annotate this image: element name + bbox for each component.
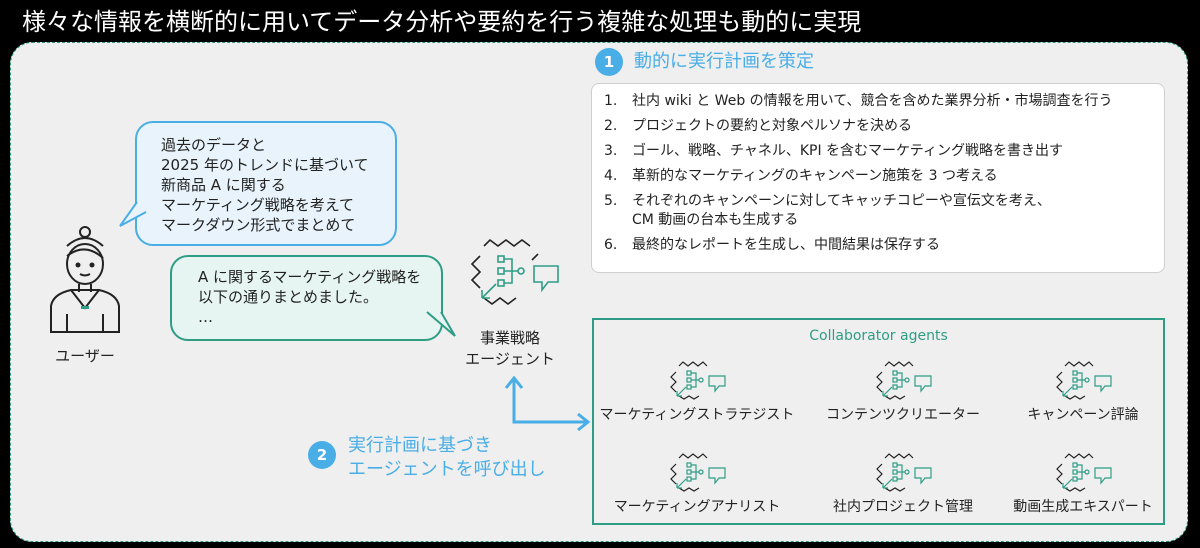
plan-item: 2. プロジェクトの要約と対象ペルソナを決める — [604, 117, 1164, 136]
user-request-bubble: 過去のデータと 2025 年のトレンドに基づいて 新商品 A に関する マーケテ… — [135, 121, 397, 246]
collaborator-agent: マーケティングアナリスト — [597, 452, 797, 516]
collaborator-agent: コンテンツクリエーター — [803, 360, 1003, 424]
bubble-line: 過去のデータと — [161, 136, 267, 154]
bubble-line: 以下の通りまとめました。 — [198, 288, 379, 306]
plan-item-number: 1. — [604, 93, 618, 109]
plan-item-number: 3. — [604, 143, 618, 159]
plan-item-text: ゴール、戦略、チャネル、KPI を含むマーケティング戦略を書き出す — [632, 143, 1063, 159]
business-agent-label: 事業戦略 エージェント — [450, 328, 570, 370]
collaborator-agent-icon — [670, 361, 726, 400]
collaborator-agent: キャンペーン評論 — [983, 360, 1183, 424]
page-title: 様々な情報を横断的に用いてデータ分析や要約を行う複雑な処理も動的に実現 — [22, 8, 862, 36]
plan-item-text: 最終的なレポートを生成し、中間結果は保存する — [632, 237, 940, 253]
collaborator-agent-icon — [876, 453, 932, 492]
user-bubble-tail — [119, 201, 147, 227]
collaborator-agent-label: マーケティングアナリスト — [613, 499, 781, 515]
collaborator-agent-label: コンテンツクリエーター — [826, 407, 980, 423]
plan-item-line: それぞれのキャンペーンに対してキャッチコピーや宣伝文を考え、 — [632, 193, 1051, 209]
collaborator-agents-title: Collaborator agents — [809, 328, 948, 344]
step-1-title: 動的に実行計画を策定 — [634, 51, 814, 72]
collaborator-agent-icon — [1056, 361, 1112, 400]
call-agents-arrow — [504, 375, 591, 432]
step-2-badge: 2 — [308, 441, 336, 469]
plan-item: 6. 最終的なレポートを生成し、中間結果は保存する — [604, 236, 1164, 255]
agent-bubble-tail — [426, 311, 456, 337]
collaborator-agent-icon — [1056, 453, 1112, 492]
execution-plan-box: 1. 社内 wiki と Web の情報を用いて、競合を含めた業界分析・市場調査を… — [591, 83, 1165, 273]
user-label: ユーザー — [55, 347, 115, 365]
collaborator-agent: マーケティングストラテジスト — [597, 360, 797, 424]
plan-item-text: それぞれのキャンペーンに対してキャッチコピーや宣伝文を考え、 CM 動画の台本も生… — [632, 192, 1051, 230]
collaborator-agent-icon — [876, 361, 932, 400]
collaborator-agent: 動画生成エキスパート — [983, 452, 1183, 516]
bubble-line: A に関するマーケティング戦略を — [198, 268, 422, 286]
bubble-line: 2025 年のトレンドに基づいて — [161, 156, 369, 174]
plan-item-text: 革新的なマーケティングのキャンペーン施策を 3 つ考える — [632, 168, 998, 184]
user-person-icon — [50, 226, 120, 333]
collaborator-agent-label: 動画生成エキスパート — [1013, 499, 1153, 515]
bubble-line: マーケティング戦略を考えて — [161, 196, 355, 214]
agent-response-bubble: A に関するマーケティング戦略を 以下の通りまとめました。 … — [170, 255, 443, 341]
step-1-badge: 1 — [595, 48, 623, 76]
collaborator-agent-label: マーケティングストラテジスト — [599, 407, 795, 423]
business-agent-label-line: エージェント — [465, 350, 555, 368]
step-2-title: 実行計画に基づき エージェントを呼び出し — [348, 434, 546, 482]
plan-item-text: プロジェクトの要約と対象ペルソナを決める — [632, 118, 912, 134]
collaborator-agent: 社内プロジェクト管理 — [803, 452, 1003, 516]
step-2-title-line: エージェントを呼び出し — [348, 459, 546, 480]
bubble-line: … — [198, 308, 213, 326]
plan-item: 1. 社内 wiki と Web の情報を用いて、競合を含めた業界分析・市場調査を… — [604, 92, 1164, 111]
plan-item-number: 6. — [604, 237, 618, 253]
collaborator-agent-icon — [670, 453, 726, 492]
plan-item-number: 5. — [604, 193, 618, 209]
business-agent-label-line: 事業戦略 — [479, 329, 540, 347]
plan-item: 5. それぞれのキャンペーンに対してキャッチコピーや宣伝文を考え、 CM 動画の台… — [604, 192, 1164, 230]
bubble-line: 新商品 A に関する — [161, 176, 286, 194]
business-strategy-agent-icon — [470, 238, 559, 305]
collaborator-agent-label: キャンペーン評論 — [1027, 407, 1139, 423]
plan-item-number: 2. — [604, 118, 618, 134]
plan-item-number: 4. — [604, 168, 618, 184]
execution-plan-list: 1. 社内 wiki と Web の情報を用いて、競合を含めた業界分析・市場調査を… — [604, 92, 1164, 255]
step-2-title-line: 実行計画に基づき — [348, 435, 492, 456]
collaborator-agent-label: 社内プロジェクト管理 — [833, 499, 973, 515]
plan-item-text: 社内 wiki と Web の情報を用いて、競合を含めた業界分析・市場調査を行う — [632, 93, 1113, 109]
plan-item: 3. ゴール、戦略、チャネル、KPI を含むマーケティング戦略を書き出す — [604, 142, 1164, 161]
plan-item-line: CM 動画の台本も生成する — [632, 212, 799, 228]
bubble-line: マークダウン形式でまとめて — [161, 216, 356, 234]
plan-item: 4. 革新的なマーケティングのキャンペーン施策を 3 つ考える — [604, 167, 1164, 186]
